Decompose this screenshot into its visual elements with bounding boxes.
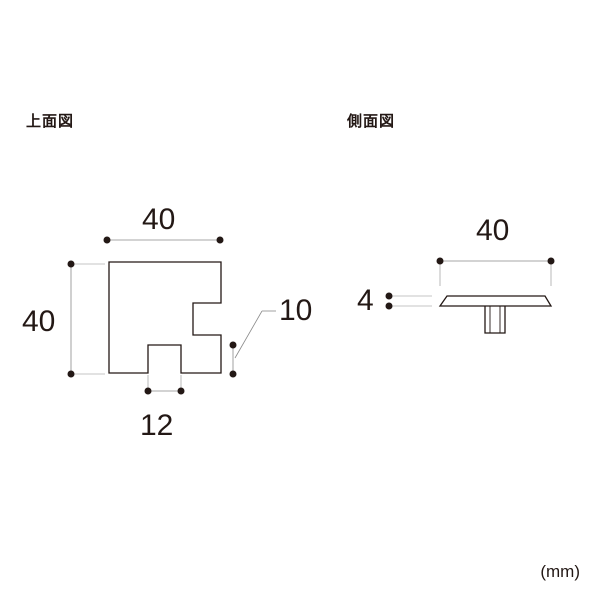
top-view-label: 上面図 bbox=[26, 112, 75, 130]
side-view-stem bbox=[484, 306, 506, 334]
dim-dot bbox=[385, 292, 393, 300]
right-offset-label: 10 bbox=[279, 294, 313, 327]
side-width-label: 40 bbox=[476, 214, 510, 247]
dim-dot bbox=[144, 387, 152, 395]
dim-dot bbox=[229, 341, 237, 349]
top-width-label: 40 bbox=[142, 203, 176, 236]
notch-width-label: 12 bbox=[140, 409, 174, 442]
top-view-outline bbox=[108, 261, 222, 374]
side-view-label: 側面図 bbox=[347, 112, 396, 130]
unit-label: (mm) bbox=[540, 562, 580, 581]
dim-dot bbox=[177, 387, 185, 395]
dim-dot bbox=[436, 257, 444, 265]
side-thickness-label: 4 bbox=[357, 284, 374, 317]
dim-dot bbox=[67, 260, 75, 268]
dim-dot bbox=[385, 302, 393, 310]
top-height-label: 40 bbox=[22, 305, 56, 338]
dim-dot bbox=[216, 236, 224, 244]
dim-dot bbox=[547, 257, 555, 265]
leader-line bbox=[234, 310, 263, 359]
dim-dot bbox=[229, 370, 237, 378]
dim-dot bbox=[103, 236, 111, 244]
dim-dot bbox=[67, 370, 75, 378]
side-view-plate bbox=[438, 295, 553, 307]
